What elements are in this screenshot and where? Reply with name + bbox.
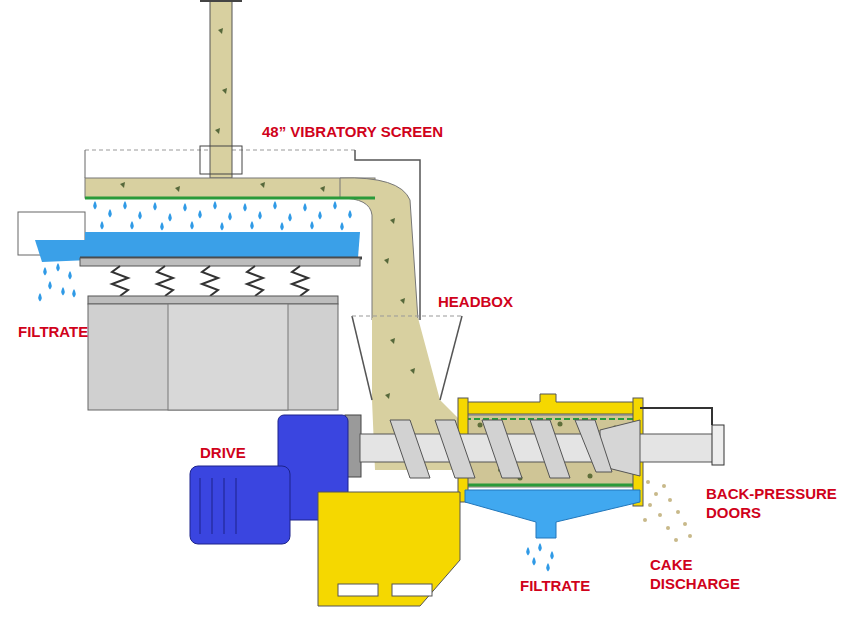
part-label: DRIVE xyxy=(200,443,246,462)
part-label: BACK-PRESSURE DOORS xyxy=(706,484,846,522)
part-label: CAKE DISCHARGE xyxy=(650,555,750,593)
screw-press xyxy=(190,316,724,606)
part-label: FILTRATE xyxy=(520,576,590,595)
part-label: 48” VIBRATORY SCREEN xyxy=(262,122,443,141)
vibratory-screen xyxy=(18,0,420,410)
part-label: HEADBOX xyxy=(438,292,513,311)
part-label: FILTRATE xyxy=(18,322,88,341)
